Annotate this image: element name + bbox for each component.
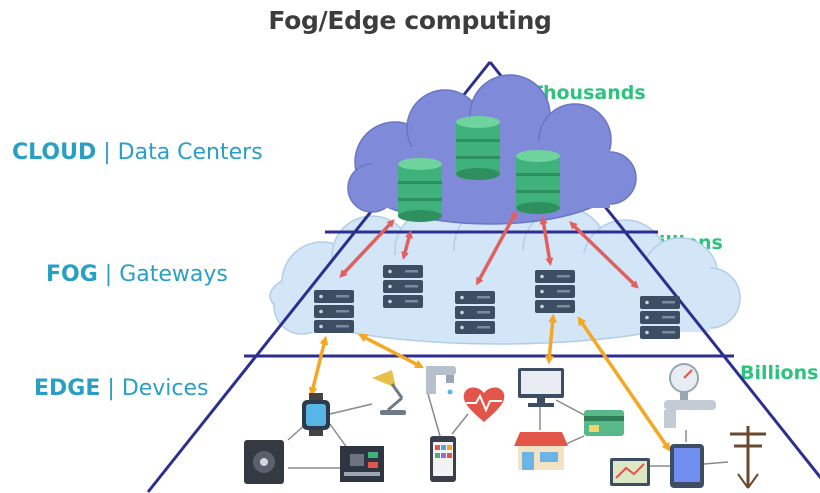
heart-rate-icon bbox=[463, 387, 505, 422]
fog-layer-key: FOG bbox=[46, 262, 98, 287]
diagram-title: Fog/Edge computing bbox=[268, 6, 552, 35]
faucet-icon bbox=[426, 366, 456, 395]
smartwatch-icon bbox=[302, 393, 330, 436]
database-icon bbox=[456, 116, 500, 180]
tablet-icon bbox=[670, 444, 704, 488]
pressure-gauge-icon bbox=[664, 363, 716, 428]
fog-layer-description: Gateways bbox=[119, 262, 228, 287]
database-icon bbox=[516, 150, 560, 214]
utility-pole-icon bbox=[730, 426, 766, 489]
edge-layer-description: Devices bbox=[121, 376, 209, 401]
cloud-count-label: Thousands bbox=[530, 82, 646, 104]
fog-layer-label: FOG|Gateways bbox=[46, 262, 228, 287]
server-icon bbox=[314, 290, 354, 333]
map-screen-icon bbox=[610, 458, 650, 486]
smartphone-icon bbox=[430, 436, 456, 482]
edge-layer-key: EDGE bbox=[34, 376, 101, 401]
edge-layer-label: EDGE|Devices bbox=[34, 376, 209, 401]
safe-icon bbox=[244, 440, 284, 484]
monitor-icon bbox=[518, 368, 564, 407]
desk-lamp-icon bbox=[372, 370, 406, 415]
server-icon bbox=[455, 291, 495, 334]
server-icon bbox=[640, 296, 680, 339]
cloud-layer-label: CLOUD|Data Centers bbox=[12, 140, 263, 165]
database-icon bbox=[398, 158, 442, 222]
cloud-layer-description: Data Centers bbox=[117, 140, 263, 165]
server-icon bbox=[535, 270, 575, 313]
device-links bbox=[287, 393, 729, 469]
credit-card-icon bbox=[584, 410, 624, 436]
fog-edge-links bbox=[308, 313, 671, 452]
fog-layer-separator: | bbox=[104, 262, 113, 287]
circuit-board-icon bbox=[340, 446, 384, 482]
cloud-layer-key: CLOUD bbox=[12, 140, 97, 165]
edge-count-label: Billions bbox=[740, 362, 819, 384]
server-icon bbox=[383, 265, 423, 308]
cloud-layer-separator: | bbox=[103, 140, 111, 165]
cloud-fog-links bbox=[339, 210, 639, 289]
edge-layer-separator: | bbox=[107, 376, 115, 401]
shop-icon bbox=[514, 432, 568, 470]
